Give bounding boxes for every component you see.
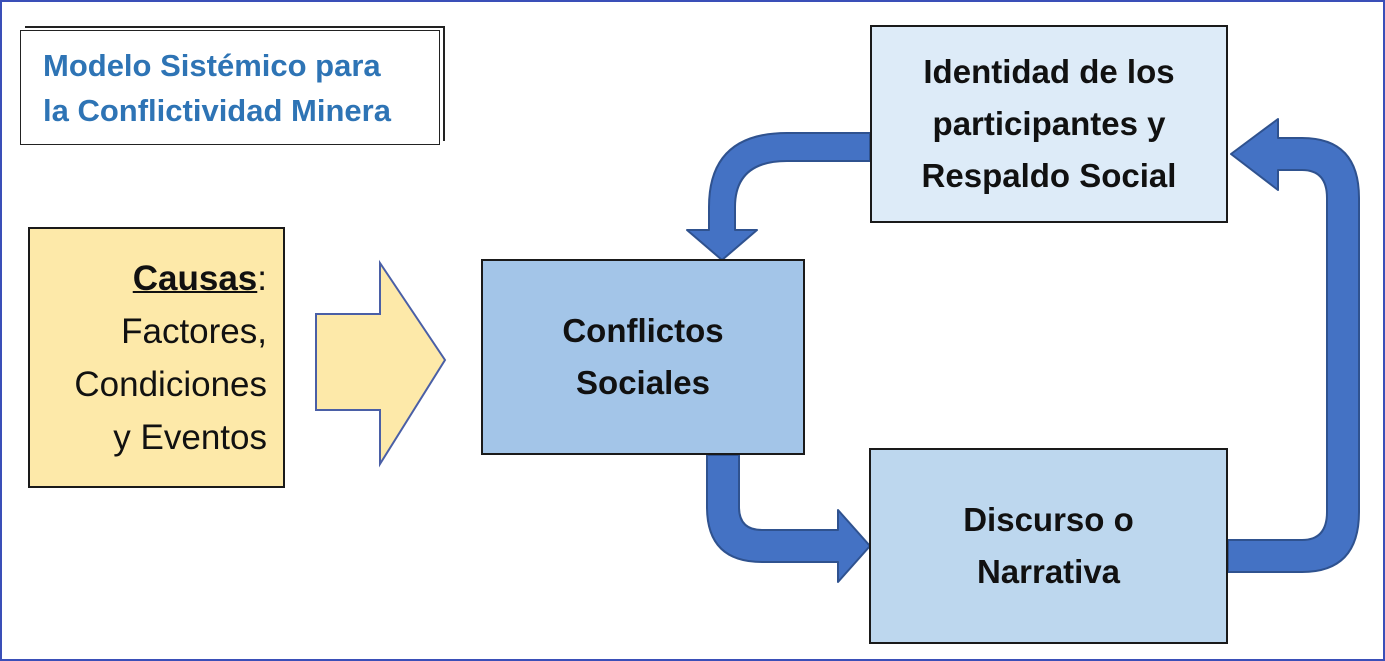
discurso-line-1: Discurso o — [963, 501, 1134, 538]
title-line-1: Modelo Sistémico para — [43, 47, 381, 83]
identidad-line-3: Respaldo Social — [921, 157, 1177, 194]
identidad-box: Identidad de los participantes y Respald… — [870, 25, 1228, 223]
discurso-to-identidad-arrow-icon — [1227, 118, 1360, 573]
causas-heading-colon: : — [257, 258, 267, 298]
conflictos-line-1: Conflictos — [562, 312, 724, 349]
causas-heading-text: Causas — [132, 258, 258, 298]
discurso-box: Discurso o Narrativa — [869, 448, 1228, 644]
causas-line-eventos: y Eventos — [113, 417, 267, 457]
title-line-2: la Conflictividad Minera — [43, 92, 391, 128]
title-box: Modelo Sistémico para la Conflictividad … — [20, 30, 440, 145]
causas-arrow-icon — [315, 259, 447, 468]
identidad-to-conflictos-arrow-icon — [686, 132, 871, 261]
identidad-line-2: participantes y — [932, 105, 1166, 142]
identidad-line-1: Identidad de los — [923, 53, 1175, 90]
causas-box: Causas: Factores, Condiciones y Eventos — [28, 227, 285, 488]
causas-heading: Causas: — [133, 252, 267, 305]
causas-line-factores: Factores, — [121, 311, 267, 351]
conflictos-to-discurso-arrow-icon — [706, 454, 871, 583]
causas-line-condiciones: Condiciones — [74, 364, 267, 404]
discurso-line-2: Narrativa — [976, 553, 1121, 590]
conflictos-line-2: Sociales — [576, 364, 710, 401]
conflictos-sociales-box: Conflictos Sociales — [481, 259, 805, 455]
